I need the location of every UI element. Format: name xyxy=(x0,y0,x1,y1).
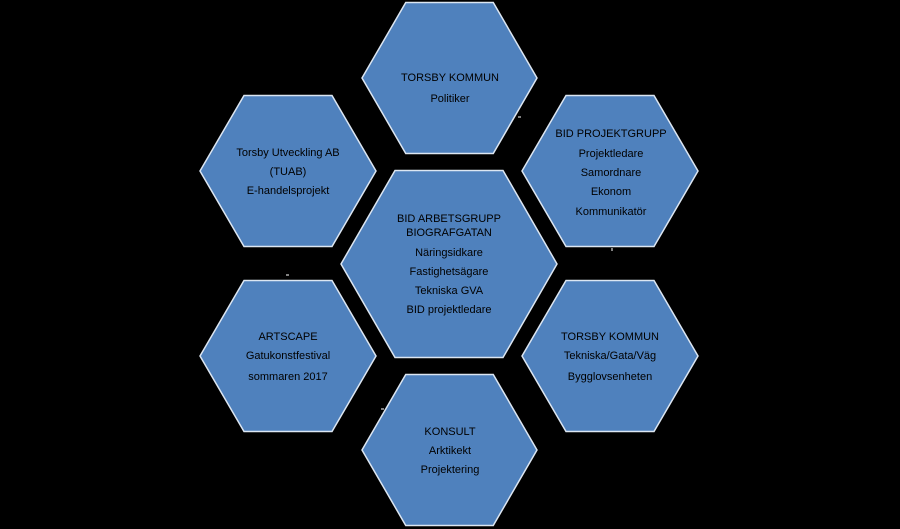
hexagon-line: Politiker xyxy=(430,93,469,105)
hexagon-artscape: ARTSCAPE Gatukonstfestival sommaren 2017 xyxy=(199,279,377,433)
hexagon-shape xyxy=(361,373,538,527)
hexagon-line: Kommunikatör xyxy=(576,206,647,218)
connector-mark xyxy=(286,274,289,276)
hexagon-line: (TUAB) xyxy=(270,166,307,178)
hexagon-heading: TORSBY KOMMUN xyxy=(561,331,659,343)
hexagon-line: BID projektledare xyxy=(407,304,492,316)
hexagon-line: Ekonom xyxy=(591,186,631,198)
hexagon-heading: BID ARBETSGRUPP xyxy=(397,213,501,225)
hexagon-bid-arbetsgrupp: BID ARBETSGRUPP BIOGRAFGATAN Näringsidka… xyxy=(340,169,558,359)
hexagon-heading: KONSULT xyxy=(424,426,475,438)
hexagon-line: sommaren 2017 xyxy=(248,371,328,383)
hexagon-heading: BID PROJEKTGRUPP xyxy=(555,128,666,140)
hexagon-heading: TORSBY KOMMUN xyxy=(401,72,499,84)
hexagon-line: Näringsidkare xyxy=(415,247,483,259)
hexagon-line: Gatukonstfestival xyxy=(246,350,330,362)
hexagon-line: Bygglovsenheten xyxy=(568,371,652,383)
hexagon-shape xyxy=(199,279,377,433)
connector-mark xyxy=(381,408,384,410)
hexagon-heading: BIOGRAFGATAN xyxy=(406,227,492,239)
hexagon-line: Tekniska GVA xyxy=(415,285,484,297)
connector-mark xyxy=(611,248,613,251)
hexagon-heading: ARTSCAPE xyxy=(258,331,317,343)
hexagon-line: Projektering xyxy=(421,464,480,476)
hexagon-shape xyxy=(521,279,699,433)
hexagon-torsby-kommun-politiker: TORSBY KOMMUN Politiker xyxy=(361,1,538,155)
hexagon-konsult: KONSULT Arktikekt Projektering xyxy=(361,373,538,527)
hexagon-line: E-handelsprojekt xyxy=(247,185,330,197)
hexagon-shape xyxy=(340,169,558,359)
hexagon-line: Samordnare xyxy=(581,167,642,179)
hexagon-shape xyxy=(199,94,377,248)
hexagon-bid-projektgrupp: BID PROJEKTGRUPP Projektledare Samordnar… xyxy=(521,94,699,248)
hexagon-line: Tekniska/Gata/Väg xyxy=(564,350,656,362)
hexagon-line: Projektledare xyxy=(579,148,644,160)
hexagon-torsby-kommun-tekniska: TORSBY KOMMUN Tekniska/Gata/Väg Bygglovs… xyxy=(521,279,699,433)
connector-mark xyxy=(518,116,521,118)
hexagon-torsby-utveckling: Torsby Utveckling AB (TUAB) E-handelspro… xyxy=(199,94,377,248)
hexagon-line: Fastighetsägare xyxy=(410,266,489,278)
hexagon-line: Arktikekt xyxy=(429,445,471,457)
hexagon-shape xyxy=(361,1,538,155)
hexagon-shape xyxy=(521,94,699,248)
hexagon-heading: Torsby Utveckling AB xyxy=(236,147,339,159)
